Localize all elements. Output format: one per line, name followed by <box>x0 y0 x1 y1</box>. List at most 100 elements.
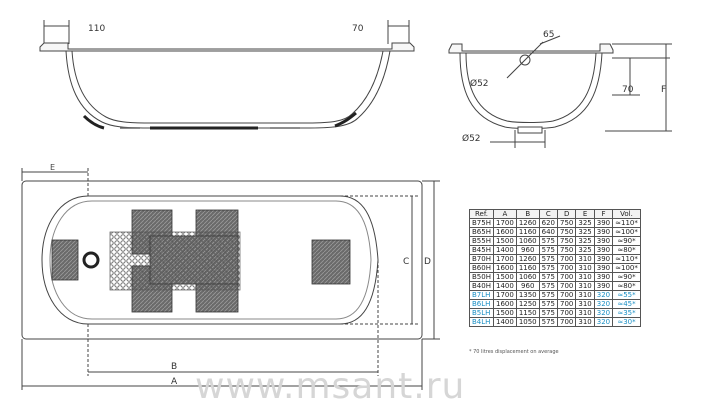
table-cell-model: B5LH <box>469 308 494 318</box>
table-cell-model: B65H <box>469 227 494 237</box>
table-cell-f: 320 <box>593 290 614 300</box>
table-cell-f: 320 <box>593 299 614 309</box>
table-cell-a: 1700 <box>492 290 517 300</box>
table-cell-f: 390 <box>593 272 614 282</box>
anti-slip-pad <box>51 239 79 281</box>
table-cell-d: 700 <box>557 299 577 309</box>
table-cell-a: 1500 <box>492 272 517 282</box>
table-cell-model: B4LH <box>469 317 494 327</box>
table-header-cell: Vol. <box>612 209 641 219</box>
table-cell-c: 575 <box>538 308 559 318</box>
table-header-cell: C <box>538 209 559 219</box>
plan-dim-C: C <box>403 257 409 267</box>
table-cell-c: 575 <box>538 290 559 300</box>
table-cell-c: 620 <box>538 218 559 228</box>
table-cell-c: 575 <box>538 317 559 327</box>
table-cell-d: 700 <box>557 263 577 273</box>
table-cell-vol: ≈35* <box>612 308 641 318</box>
table-cell-vol: ≈80* <box>612 281 641 291</box>
table-cell-model: B70H <box>469 254 494 264</box>
table-cell-b: 1060 <box>515 272 540 282</box>
table-cell-a: 1500 <box>492 236 517 246</box>
table-cell-vol: ≈100* <box>612 263 641 273</box>
table-cell-a: 1700 <box>492 254 517 264</box>
table-cell-b: 1150 <box>515 308 540 318</box>
table-cell-a: 1700 <box>492 218 517 228</box>
table-cell-c: 575 <box>538 281 559 291</box>
table-cell-b: 960 <box>515 281 540 291</box>
table-cell-f: 390 <box>593 227 614 237</box>
section-dim-70: 70 <box>622 85 634 95</box>
table-cell-c: 575 <box>538 263 559 273</box>
table-cell-d: 750 <box>557 227 577 237</box>
side-dim-right: 70 <box>352 24 364 34</box>
table-cell-c: 575 <box>538 272 559 282</box>
table-cell-f: 390 <box>593 254 614 264</box>
table-cell-model: B7LH <box>469 290 494 300</box>
table-cell-d: 750 <box>557 236 577 246</box>
table-cell-d: 700 <box>557 317 577 327</box>
table-header-cell: Ref. <box>469 209 494 219</box>
table-cell-model: B45H <box>469 245 494 255</box>
table-cell-d: 700 <box>557 281 577 291</box>
table-cell-vol: ≈55* <box>612 290 641 300</box>
table-cell-b: 1350 <box>515 290 540 300</box>
table-cell-a: 1600 <box>492 227 517 237</box>
table-cell-e: 325 <box>575 218 595 228</box>
table-header-cell: A <box>492 209 517 219</box>
table-cell-b: 1060 <box>515 236 540 246</box>
table-cell-b: 1260 <box>515 218 540 228</box>
table-cell-a: 1500 <box>492 308 517 318</box>
table-cell-e: 310 <box>575 317 595 327</box>
table-cell-f: 390 <box>593 218 614 228</box>
plan-dim-D: D <box>424 257 431 267</box>
table-footnote: * 70 litres displacement on average <box>469 349 559 355</box>
table-cell-d: 700 <box>557 290 577 300</box>
table-cell-f: 390 <box>593 281 614 291</box>
plan-dim-E: E <box>50 163 55 172</box>
table-cell-model: B55H <box>469 236 494 246</box>
table-cell-e: 325 <box>575 227 595 237</box>
table-cell-vol: ≈100* <box>612 227 641 237</box>
table-header-cell: B <box>515 209 540 219</box>
table-header-cell: E <box>575 209 595 219</box>
table-cell-d: 700 <box>557 254 577 264</box>
section-dim-65: 65 <box>543 30 554 40</box>
table-cell-vol: ≈30* <box>612 317 641 327</box>
section-dim-F: F <box>661 85 666 95</box>
table-cell-c: 575 <box>538 254 559 264</box>
table-cell-c: 575 <box>538 236 559 246</box>
table-cell-f: 390 <box>593 236 614 246</box>
table-cell-vol: ≈110* <box>612 254 641 264</box>
table-cell-e: 310 <box>575 254 595 264</box>
table-cell-a: 1400 <box>492 245 517 255</box>
table-cell-e: 310 <box>575 272 595 282</box>
side-dim-left: 110 <box>88 24 105 34</box>
table-cell-vol: ≈90* <box>612 272 641 282</box>
table-cell-vol: ≈80* <box>612 245 641 255</box>
table-cell-b: 960 <box>515 245 540 255</box>
section-view <box>448 35 672 148</box>
table-cell-b: 1050 <box>515 317 540 327</box>
table-cell-model: B50H <box>469 272 494 282</box>
table-cell-b: 1160 <box>515 263 540 273</box>
table-cell-f: 390 <box>593 263 614 273</box>
table-cell-e: 310 <box>575 290 595 300</box>
table-cell-c: 575 <box>538 299 559 309</box>
table-cell-vol: ≈90* <box>612 236 641 246</box>
table-cell-a: 1400 <box>492 281 517 291</box>
table-cell-d: 750 <box>557 245 577 255</box>
